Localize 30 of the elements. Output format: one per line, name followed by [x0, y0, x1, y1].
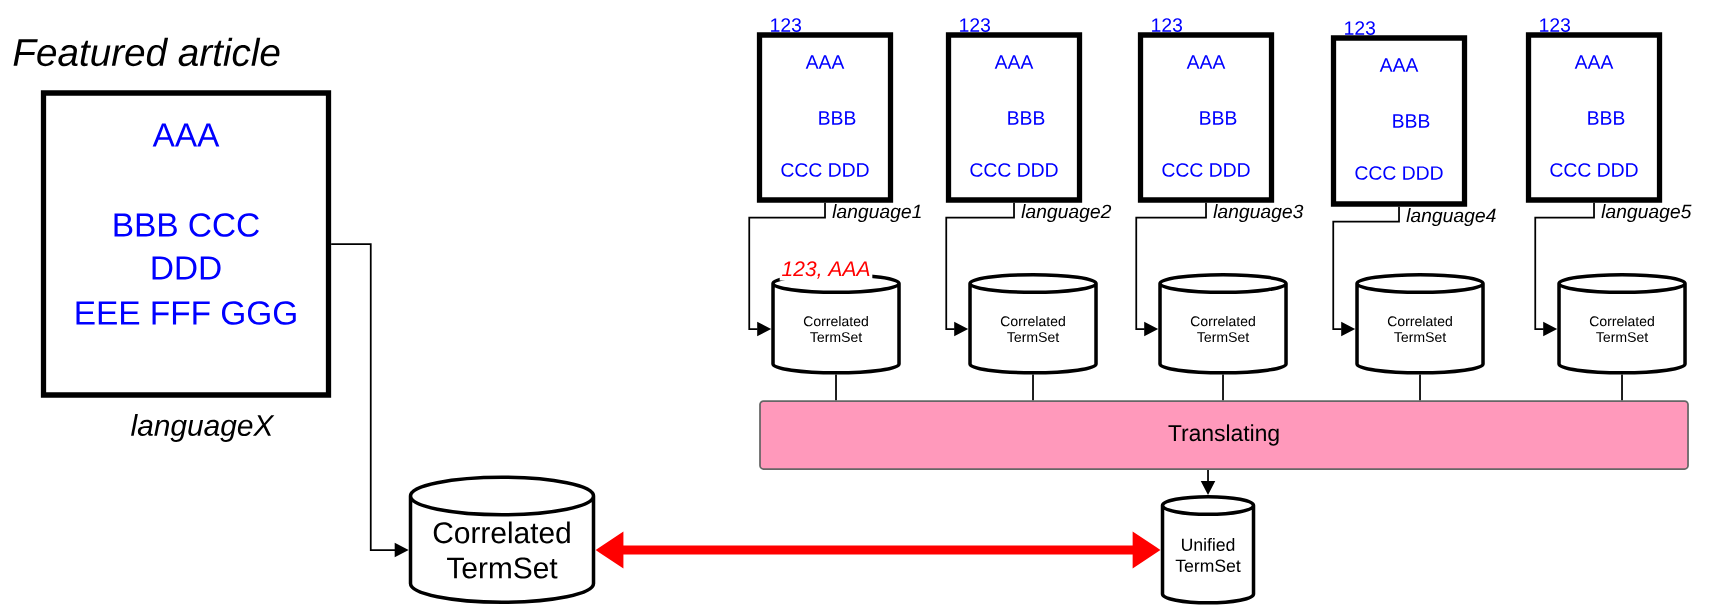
document-box: AAA BBB CCC DDD	[1137, 32, 1275, 203]
process-band: Translating	[759, 400, 1689, 470]
page-number: 123	[771, 18, 801, 32]
page-number: 123	[960, 18, 990, 32]
diagram-title: Featured article	[13, 37, 280, 67]
language-label: language1	[832, 204, 921, 223]
edge-label: 123, AAA	[779, 259, 873, 281]
language-label: language5	[1601, 204, 1692, 223]
language-label: language2	[1021, 204, 1112, 223]
page-number: 123	[1152, 18, 1182, 32]
document-box: AAA BBB CCC DDD EEE FFF GGG	[40, 90, 332, 398]
document-box: AAA BBB CCC DDD	[1525, 32, 1663, 203]
database-cylinder: Correlated TermSet	[1355, 272, 1485, 375]
document-box: AAA BBB CCC DDD	[756, 32, 894, 203]
document-box: AAA BBB CCC DDD	[945, 32, 1083, 203]
node-label: DDD	[152, 256, 221, 280]
node-label: BBB CCC	[114, 213, 259, 237]
node-label: AAA	[152, 123, 220, 147]
language-label: language3	[1213, 204, 1304, 223]
page-number: 123	[1540, 18, 1570, 32]
language-label: languageX	[131, 414, 275, 442]
database-cylinder: Correlated TermSet	[1158, 272, 1288, 375]
document-box: AAA BBB CCC DDD	[1330, 35, 1468, 207]
node-label: EEE FFF GGG	[76, 301, 296, 325]
language-label: language4	[1406, 208, 1496, 227]
database-cylinder: Correlated TermSet	[408, 475, 596, 605]
database-cylinder: Correlated TermSet	[968, 272, 1098, 375]
database-cylinder: Correlated TermSet	[1557, 272, 1687, 375]
database-cylinder: Unified TermSet	[1160, 494, 1256, 605]
page-number: 123	[1345, 21, 1375, 35]
